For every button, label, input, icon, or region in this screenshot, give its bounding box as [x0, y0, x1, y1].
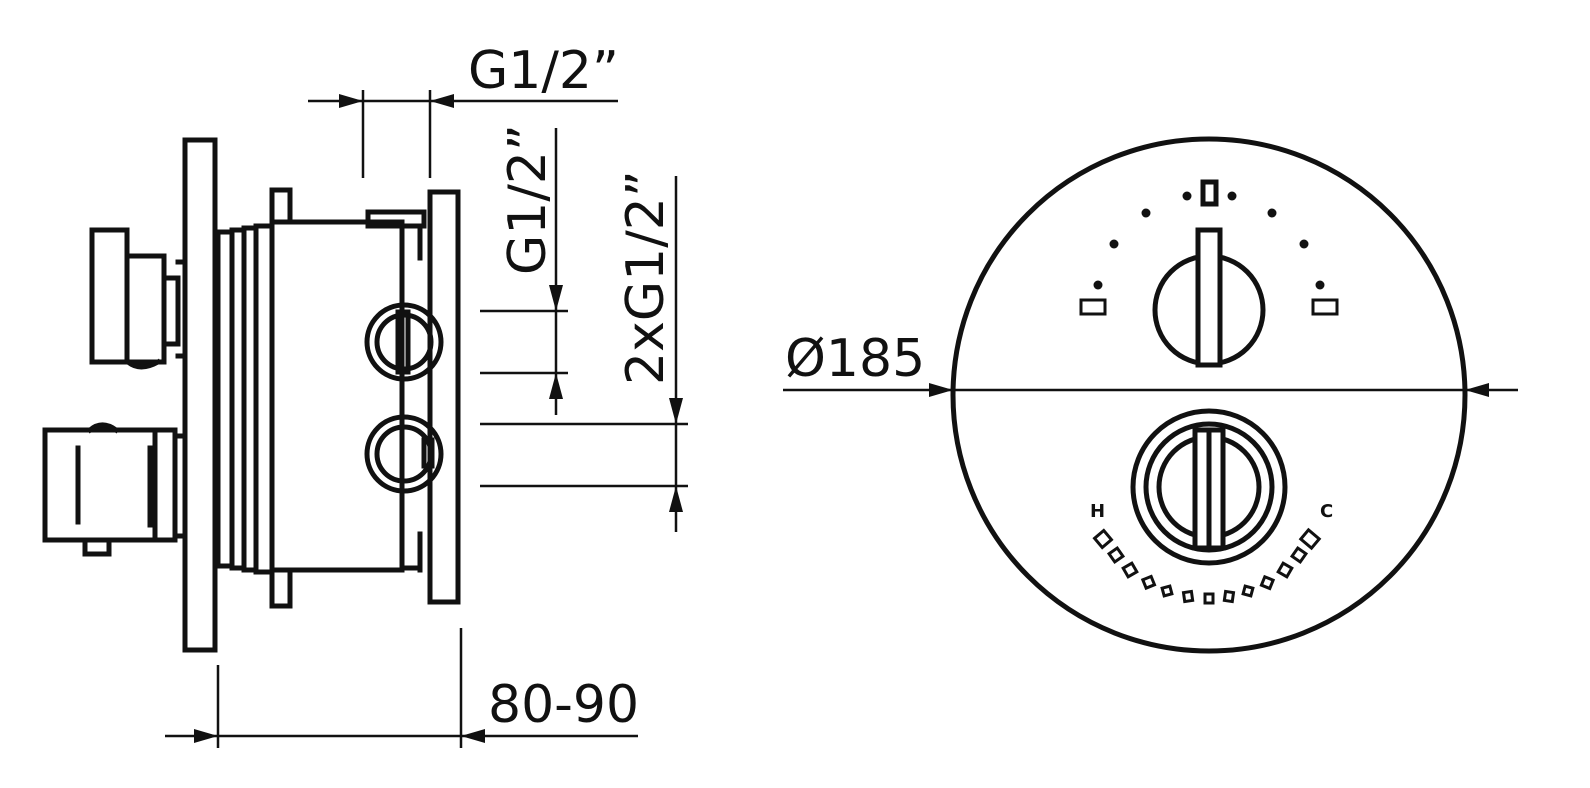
mounting-plate [427, 189, 461, 605]
dim-diameter [783, 383, 1518, 397]
lower-port [364, 414, 444, 494]
dim-bottom [165, 628, 638, 748]
dim-vertical-2 [480, 176, 688, 532]
flow-knob [1079, 179, 1339, 368]
mixer-body [269, 187, 427, 609]
cold-label: C [1320, 501, 1333, 522]
dim-bottom-label: 80-90 [488, 675, 639, 735]
hot-label: H [1090, 501, 1105, 522]
upper-handle [89, 227, 188, 370]
temperature-knob [1130, 408, 1288, 566]
dim-vertical-1 [480, 128, 568, 415]
dim-top [308, 90, 618, 178]
side-view: G1/2” G1/2” 2xG1/2” 80-90 [42, 41, 688, 748]
dim-vertical-2-label: 2xG1/2” [616, 170, 676, 385]
front-view: Ø185 [783, 136, 1518, 654]
temperature-scale [1092, 527, 1322, 605]
lower-handle [42, 422, 188, 557]
dim-vertical-1-label: G1/2” [498, 124, 558, 275]
dim-diameter-label: Ø185 [785, 329, 925, 389]
threaded-sleeve [215, 223, 275, 575]
upper-port [364, 302, 444, 382]
dim-top-label: G1/2” [468, 41, 619, 101]
cover-plate [950, 136, 1468, 654]
wall-plate [182, 137, 218, 653]
